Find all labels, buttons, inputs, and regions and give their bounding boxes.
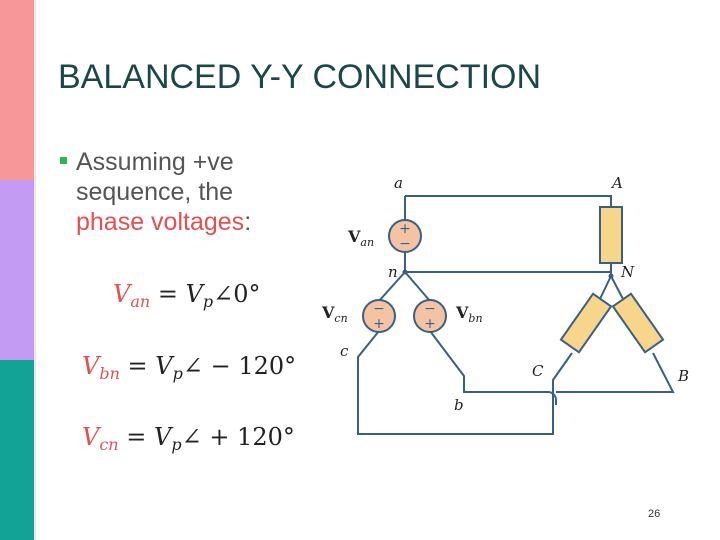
node-label-b: b <box>454 396 464 414</box>
source-label-vcn-sub: cn <box>334 312 347 325</box>
source-van: + − <box>388 219 422 253</box>
bullet-highlight: phase voltages <box>76 208 245 236</box>
node-label-B: B <box>677 367 689 385</box>
source-vbn-circle <box>413 299 447 333</box>
node-label-C: C <box>532 362 544 380</box>
source-label-van: Van <box>347 227 374 249</box>
node-label-n: n <box>388 263 398 281</box>
equation-vcn: Vcn = Vp∠ + 120° <box>82 423 295 454</box>
source-vcn: − + <box>362 299 396 333</box>
junction-N <box>608 273 614 279</box>
node-label-c: c <box>340 342 349 360</box>
source-label-van-main: V <box>347 227 361 246</box>
load-C <box>559 292 613 354</box>
wire-N-loads <box>599 273 624 300</box>
equation-angle: ∠0° <box>213 280 261 308</box>
source-label-van-sub: an <box>360 236 374 249</box>
source-van-circle <box>388 219 422 253</box>
bullet-suffix: : <box>244 208 252 236</box>
bullet-text-main: Assuming +ve sequence, the <box>76 148 234 206</box>
equation-lhs-v: V <box>82 423 100 451</box>
wire-n-N <box>405 263 612 273</box>
decor-divider <box>34 0 36 540</box>
source-vbn-plus: + <box>424 316 436 332</box>
junction-dots <box>402 269 614 279</box>
equation-van: Van = Vp∠0° <box>113 280 261 311</box>
node-label-N: N <box>620 263 635 281</box>
slide-title: BALANCED Y-Y CONNECTION <box>58 58 542 96</box>
equation-rhs-sub: p <box>202 292 214 311</box>
bullet-text: Assuming +ve sequence, the phase voltage… <box>76 147 296 237</box>
equation-rhs-sub: p <box>171 435 182 454</box>
wire-a-A <box>405 195 612 207</box>
wire-n-vbn <box>404 271 431 302</box>
equation-angle: ∠ + 120° <box>181 423 295 451</box>
source-label-vcn: Vcn <box>321 303 348 325</box>
wire-vcn-c <box>357 330 554 435</box>
junction-n <box>402 269 408 275</box>
source-van-plus: + <box>399 221 411 237</box>
load-A <box>599 206 623 264</box>
wire-C <box>552 352 573 405</box>
source-label-vbn: Vbn <box>455 303 483 325</box>
source-vbn: − + <box>413 299 447 333</box>
equation-lhs-sub: cn <box>99 435 119 454</box>
equation-vbn: Vbn = Vp∠ − 120° <box>82 352 297 383</box>
equation-rhs-sub: p <box>172 364 183 383</box>
source-label-vbn-sub: bn <box>468 312 482 325</box>
source-vbn-minus: − <box>424 301 436 317</box>
equation-lhs-sub: an <box>130 292 151 311</box>
bullet-marker <box>60 157 67 164</box>
equation-angle: ∠ − 120° <box>182 352 297 380</box>
equation-rhs-v: V <box>185 280 203 308</box>
equation-lhs-v: V <box>82 352 100 380</box>
source-label-vcn-main: V <box>321 303 335 322</box>
node-label-a: a <box>394 174 403 192</box>
source-label-vbn-main: V <box>455 303 469 322</box>
circuit-wires <box>357 195 675 435</box>
node-label-A: A <box>610 174 623 192</box>
equation-lhs-sub: bn <box>99 364 120 383</box>
equation-lhs-v: V <box>113 280 131 308</box>
decor-stripe-bottom <box>0 360 34 540</box>
decor-stripe-middle <box>0 180 34 360</box>
equation-rhs-v: V <box>153 423 172 451</box>
source-vcn-minus: − <box>373 301 385 317</box>
equation-rhs-v: V <box>155 352 173 380</box>
wire-n-vcn <box>378 271 406 302</box>
yy-circuit-diagram: + − − + − + a A n N c C b B Van Vcn Vbn <box>321 174 689 435</box>
wire-b-B <box>556 352 675 393</box>
source-vcn-plus: + <box>373 316 385 332</box>
source-van-minus: − <box>399 236 411 252</box>
decor-stripe-top <box>0 0 34 180</box>
page-number: 26 <box>648 508 661 520</box>
source-vcn-circle <box>362 299 396 333</box>
load-B <box>611 292 665 354</box>
